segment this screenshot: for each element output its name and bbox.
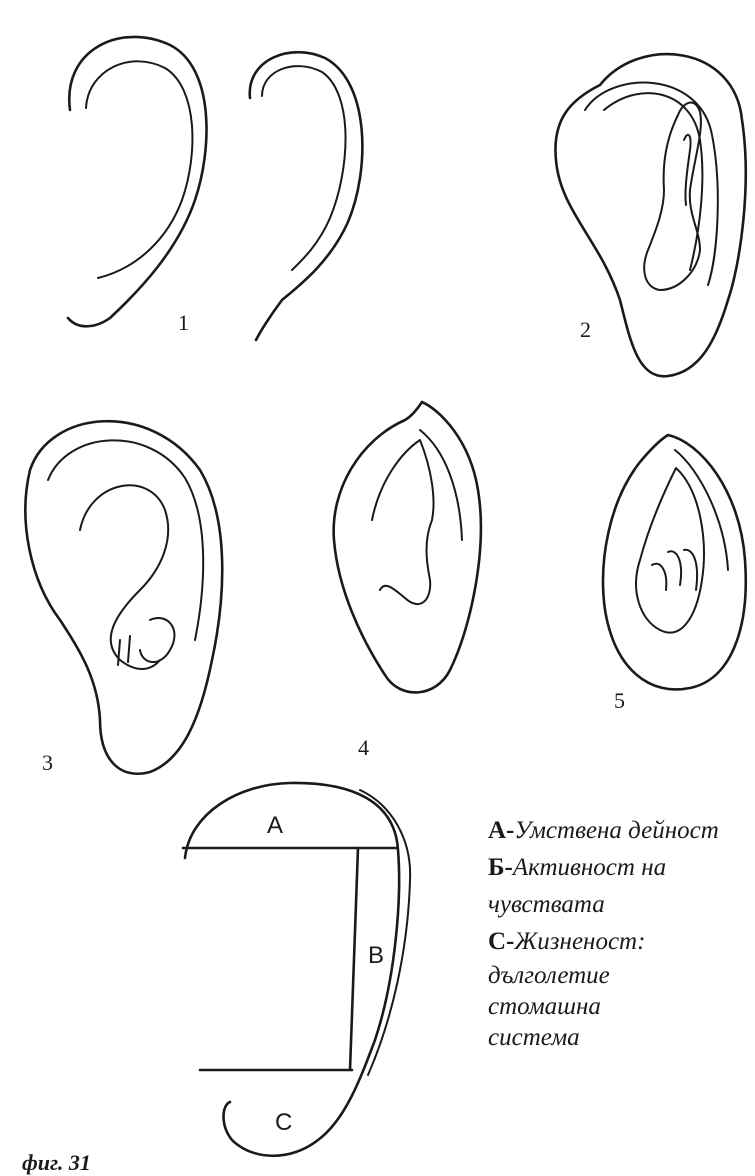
zone-legend: А-Умствена дейност Б-Активност на чувств… xyxy=(488,812,738,1053)
legend-sub-item-stomach: стомашна xyxy=(488,991,738,1022)
legend-key-c: С- xyxy=(488,928,514,955)
legend-entry-c: С-Жизненост: xyxy=(488,923,738,960)
ear-number-5: 5 xyxy=(614,688,625,713)
zone-label-a: A xyxy=(267,812,283,839)
legend-text-b: Активност на чувствата xyxy=(488,854,666,918)
ear-drawing-1a xyxy=(68,37,207,326)
legend-sub-item-longevity: дълголетие xyxy=(488,960,738,991)
ear-number-3: 3 xyxy=(42,750,53,775)
ear-number-1: 1 xyxy=(178,310,189,335)
legend-text-c: Жизненост: xyxy=(514,928,645,955)
legend-key-b: Б- xyxy=(488,854,513,881)
legend-entry-a: А-Умствена дейност xyxy=(488,812,738,849)
ear-drawing-1b xyxy=(250,52,363,340)
zone-label-c: C xyxy=(275,1109,292,1136)
zone-label-b: B xyxy=(368,942,384,969)
ear-drawing-5 xyxy=(603,435,746,689)
figure-caption: фиг. 31 xyxy=(22,1150,91,1176)
legend-text-a: Умствена дейност xyxy=(514,817,718,844)
legend-key-a: А- xyxy=(488,817,514,844)
legend-entry-b: Б-Активност на чувствата xyxy=(488,849,738,923)
ear-number-2: 2 xyxy=(580,317,591,342)
ear-number-4: 4 xyxy=(358,735,369,760)
legend-sub-item-system: система xyxy=(488,1022,738,1053)
zone-divider-vertical xyxy=(350,848,358,1070)
ear-drawing-4 xyxy=(334,402,481,692)
ear-drawing-3 xyxy=(25,421,222,774)
ear-zone-diagram: A B C xyxy=(183,783,410,1156)
